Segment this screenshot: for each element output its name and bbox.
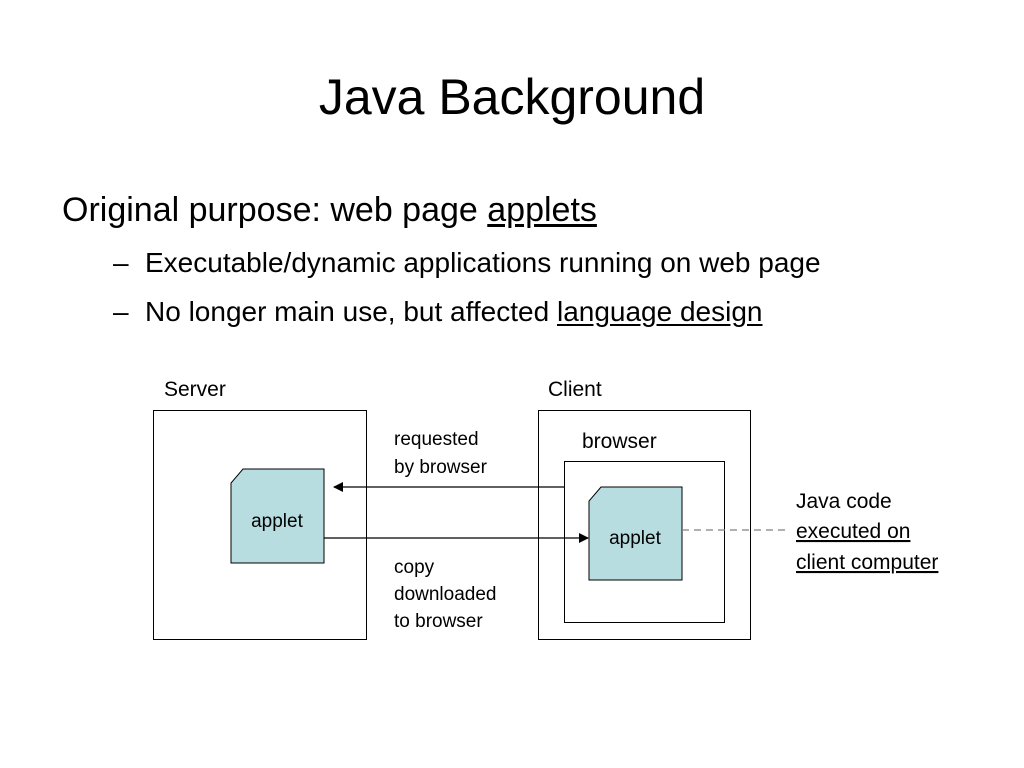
sub-bullet-text: No longer main use, but affected	[145, 296, 557, 327]
main-bullet-text: Original purpose: web page	[62, 191, 488, 229]
sub-bullet-dash: –	[113, 247, 129, 278]
sub-bullet-dash: –	[113, 296, 129, 327]
client-applet-shape	[588, 486, 683, 581]
sub-bullet-text: Executable/dynamic applications running …	[145, 247, 821, 278]
sub-bullet-2: –No longer main use, but affected langua…	[113, 292, 762, 332]
slide-title: Java Background	[318, 69, 706, 125]
main-bullet: Original purpose: web page applets	[62, 186, 597, 234]
language-design-text: language design	[556, 296, 763, 327]
client-label: Client	[548, 378, 602, 401]
server-applet-shape	[230, 468, 325, 564]
browser-label: browser	[582, 430, 657, 453]
applets-link-text: applets	[487, 191, 597, 229]
sub-bullet-1: –Executable/dynamic applications running…	[113, 243, 821, 283]
request-label: requested by browser	[394, 429, 488, 478]
server-applet-label: applet	[251, 511, 303, 532]
download-label: copy downloaded to browser	[394, 557, 502, 632]
client-applet-label: applet	[609, 528, 661, 549]
server-label: Server	[164, 378, 226, 401]
java-code-note: Java code executed on client computer	[796, 490, 938, 574]
